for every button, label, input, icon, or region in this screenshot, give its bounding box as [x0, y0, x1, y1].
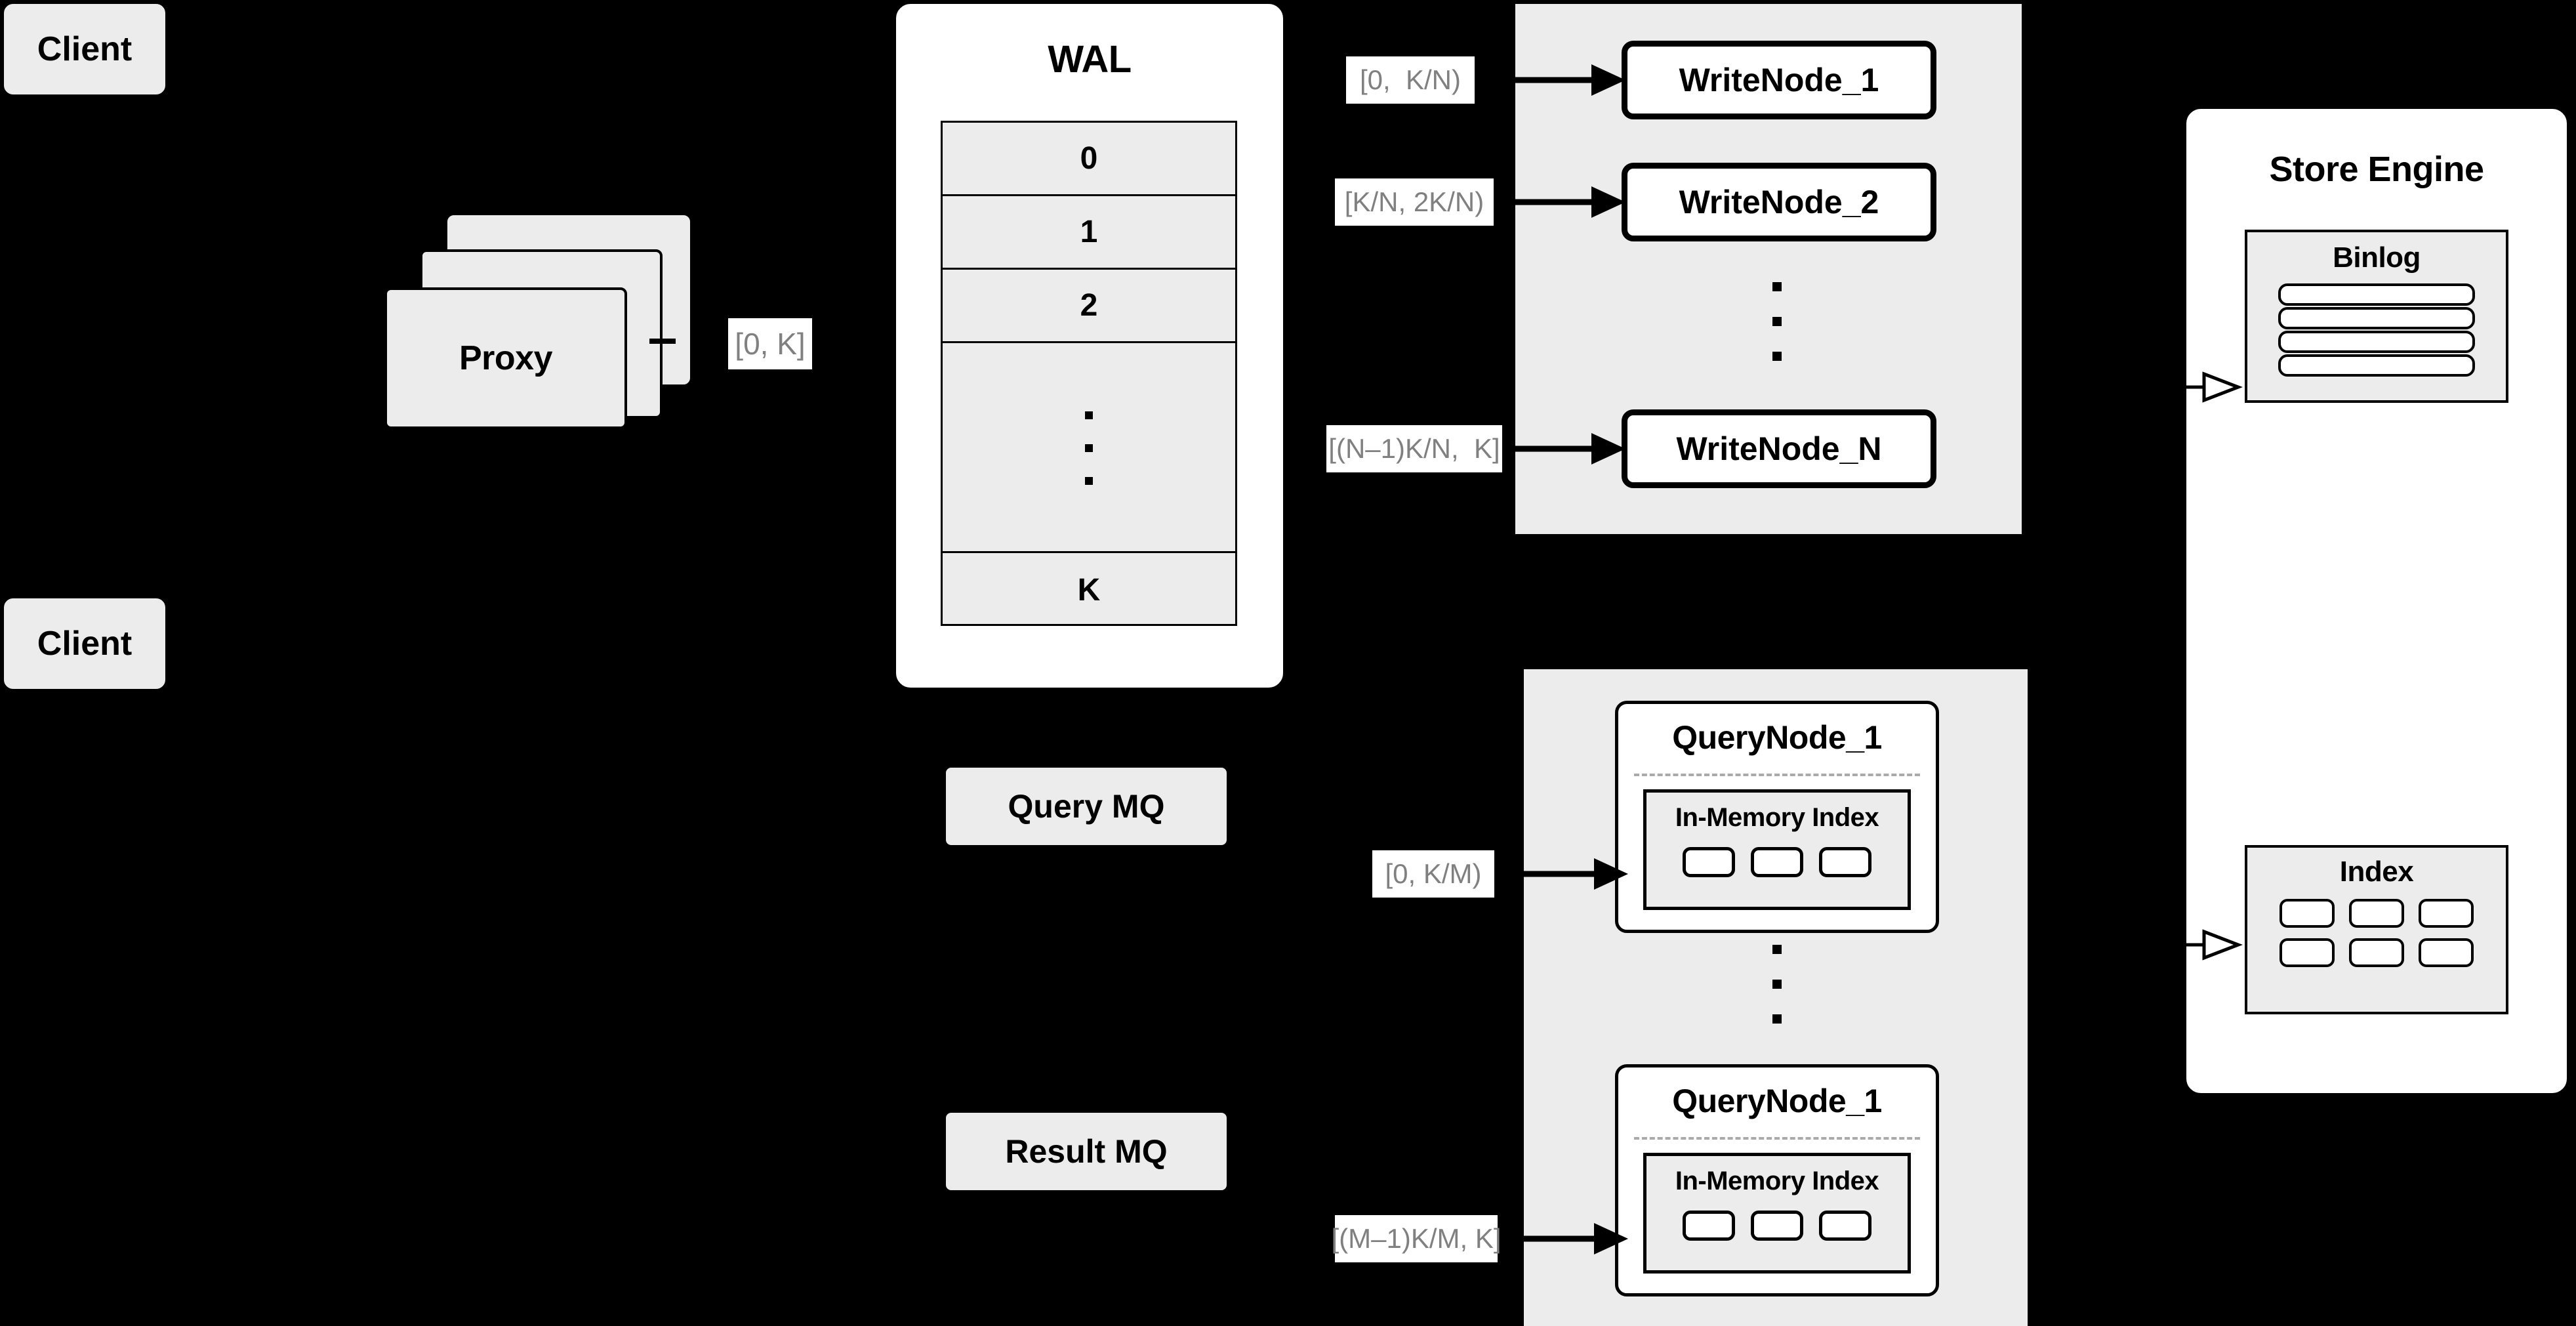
client-node-2[interactable]: Client	[4, 598, 165, 689]
query-node-1-index-label: In-Memory Index	[1675, 803, 1879, 832]
write-node-2[interactable]: WriteNode_2	[1622, 163, 1936, 241]
index-segment-chip[interactable]	[1819, 847, 1871, 877]
wal-row-label: 2	[1080, 288, 1098, 323]
write-node-1[interactable]: WriteNode_1	[1622, 41, 1936, 119]
binlog-entry[interactable]	[2278, 283, 2475, 306]
binlog-entry[interactable]	[2278, 307, 2475, 329]
wal-row[interactable]: 0	[943, 123, 1235, 196]
query-node-1[interactable]: QueryNode_1 In-Memory Index	[1615, 701, 1939, 933]
arrow-to-write-node-1	[1509, 64, 1625, 96]
wal-row-list: 0 1 2 K	[941, 121, 1237, 626]
store-index-cell[interactable]	[2419, 938, 2474, 967]
arrow-to-query-node-1	[1517, 858, 1628, 890]
wal-row-label: 1	[1080, 215, 1098, 249]
wal-row-label: 0	[1080, 141, 1098, 176]
wal-row-ellipsis	[943, 343, 1235, 553]
query-node-1-label: QueryNode_1	[1672, 719, 1882, 756]
write-node-n[interactable]: WriteNode_N	[1622, 409, 1936, 488]
store-index-cell[interactable]	[2280, 899, 2335, 928]
binlog-label: Binlog	[2333, 241, 2421, 274]
edge-label-write-node-n: [(N–1)K/N, K]	[1326, 425, 1502, 472]
wal-row[interactable]: 1	[943, 196, 1235, 270]
client-node-2-label: Client	[37, 625, 133, 663]
client-node-1-label: Client	[37, 30, 133, 68]
edge-label-query-node-1-text: [0, K/M)	[1385, 858, 1482, 889]
edge-label-write-node-n-text: [(N–1)K/N, K]	[1328, 433, 1500, 464]
binlog-entry[interactable]	[2278, 331, 2475, 353]
edge-label-proxy-to-wal-text: [0, K]	[735, 327, 806, 361]
store-index-cell[interactable]	[2349, 899, 2404, 928]
query-mq-label: Query MQ	[1008, 788, 1165, 825]
edge-label-write-node-2-text: [K/N, 2K/N)	[1344, 186, 1484, 217]
index-segment-chip[interactable]	[1683, 1211, 1735, 1241]
proxy-card-front[interactable]: Proxy	[384, 287, 627, 429]
edge-label-write-node-2: [K/N, 2K/N)	[1335, 178, 1494, 226]
binlog-box: Binlog	[2245, 230, 2508, 403]
store-index-label: Index	[2339, 856, 2414, 888]
query-node-1-in-memory-index: In-Memory Index	[1643, 789, 1911, 910]
store-index-cell[interactable]	[2280, 938, 2335, 967]
store-index-cell[interactable]	[2419, 899, 2474, 928]
edge-label-write-node-1: [0, K/N)	[1346, 56, 1475, 104]
query-cluster-vertical-ellipsis-icon	[1772, 945, 1782, 1024]
client-node-1[interactable]: Client	[4, 4, 165, 94]
proxy-to-wal-connector	[649, 339, 676, 344]
arrow-to-write-node-n	[1509, 433, 1625, 465]
query-node-m-in-memory-index: In-Memory Index	[1643, 1153, 1911, 1274]
binlog-entry[interactable]	[2278, 354, 2475, 377]
arrow-to-write-node-2	[1509, 186, 1625, 218]
arrow-to-binlog	[2165, 371, 2243, 403]
query-node-m-label: QueryNode_1	[1672, 1083, 1882, 1119]
edge-label-query-node-m: [(M–1)K/M, K]	[1331, 1215, 1502, 1262]
query-mq-node[interactable]: Query MQ	[946, 768, 1227, 845]
wal-row-label: K	[1077, 572, 1101, 608]
write-node-n-label: WriteNode_N	[1676, 430, 1882, 467]
store-index-box: Index	[2245, 845, 2508, 1014]
query-node-1-divider	[1634, 774, 1920, 776]
arrow-to-store-index	[2165, 929, 2243, 961]
query-node-m-divider	[1634, 1137, 1920, 1140]
store-engine-title: Store Engine	[2269, 150, 2484, 189]
edge-label-write-node-1-text: [0, K/N)	[1359, 64, 1462, 95]
result-mq-label: Result MQ	[1005, 1133, 1168, 1170]
index-segment-chip[interactable]	[1683, 847, 1735, 877]
wal-row[interactable]: 2	[943, 270, 1235, 343]
wal-row[interactable]: K	[943, 553, 1235, 627]
result-mq-node[interactable]: Result MQ	[946, 1113, 1227, 1190]
store-index-cell[interactable]	[2349, 938, 2404, 967]
arrow-to-query-node-m	[1517, 1223, 1628, 1254]
query-node-m-index-label: In-Memory Index	[1675, 1167, 1879, 1195]
index-segment-chip[interactable]	[1819, 1211, 1871, 1241]
edge-label-query-node-m-text: [(M–1)K/M, K]	[1331, 1223, 1502, 1254]
index-segment-chip[interactable]	[1751, 847, 1803, 877]
wal-vertical-ellipsis-icon	[1085, 411, 1093, 485]
wal-title: WAL	[1048, 38, 1132, 81]
edge-label-proxy-to-wal: [0, K]	[728, 318, 812, 369]
write-node-1-label: WriteNode_1	[1679, 62, 1879, 98]
write-cluster-vertical-ellipsis-icon	[1772, 282, 1782, 361]
write-node-2-label: WriteNode_2	[1679, 184, 1879, 220]
index-segment-chip[interactable]	[1751, 1211, 1803, 1241]
edge-label-query-node-1: [0, K/M)	[1372, 850, 1494, 898]
query-node-m[interactable]: QueryNode_1 In-Memory Index	[1615, 1064, 1939, 1296]
proxy-label: Proxy	[459, 339, 553, 377]
